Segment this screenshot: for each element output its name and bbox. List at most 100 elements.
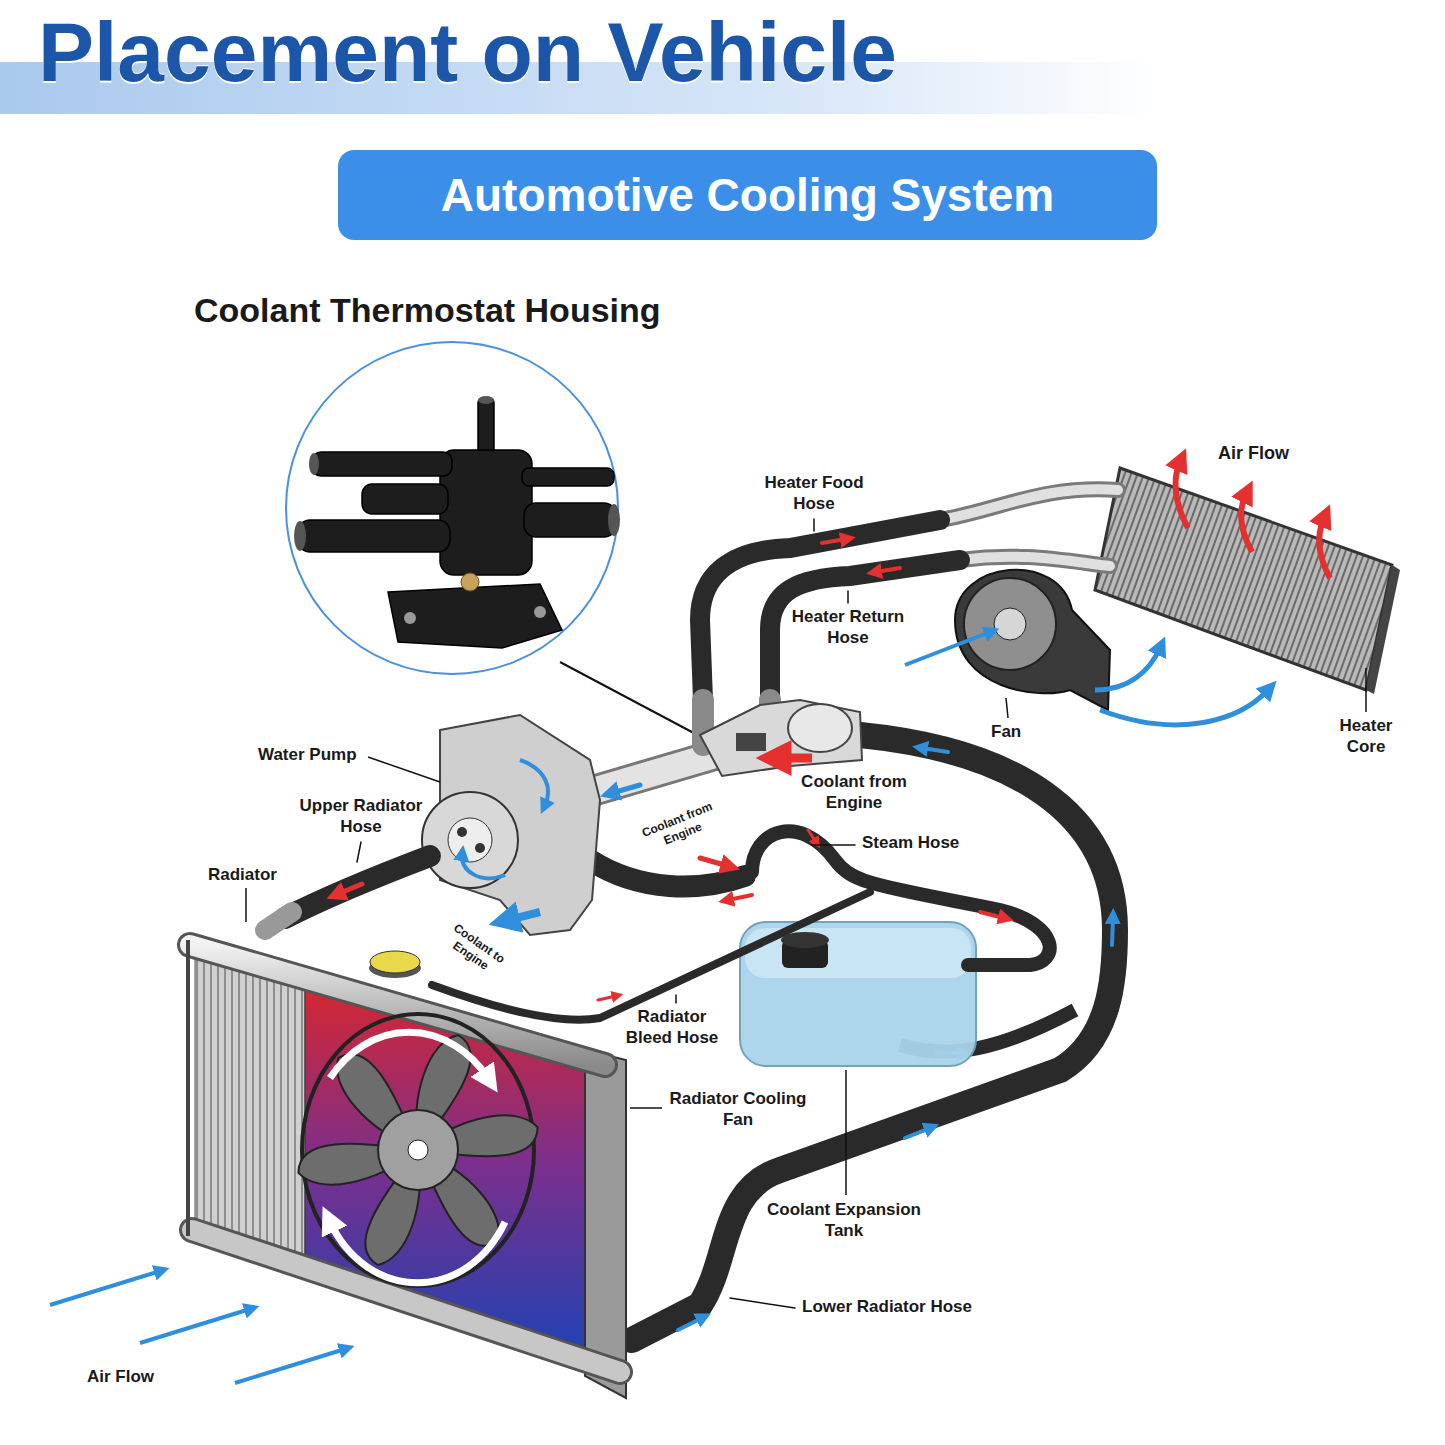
inset-circle — [294, 521, 306, 551]
heater-hoses — [940, 489, 1118, 520]
part-label: Heater Food Hose — [764, 473, 864, 514]
radiator — [190, 945, 605, 1065]
part-label: Heater Core — [1324, 716, 1408, 757]
inset-circle — [608, 504, 620, 536]
metal-pipe — [612, 785, 640, 793]
radiator-hoses — [922, 748, 948, 752]
air-flow-arrows — [140, 1309, 250, 1343]
radiator — [192, 1230, 620, 1372]
inset-circle — [286, 342, 722, 748]
water-pump — [520, 760, 548, 805]
radiator — [585, 1050, 626, 1398]
small-hoses — [752, 831, 1050, 965]
small-hoses — [700, 858, 728, 866]
expansion-tank — [845, 1070, 847, 1195]
part-label: Upper Radiator Hose — [283, 796, 439, 837]
radiator — [370, 951, 420, 973]
part-label: Water Pump — [258, 745, 357, 766]
air-flow-label: Air Flow — [1218, 443, 1289, 465]
heater-hoses — [876, 568, 900, 572]
expansion-tank — [740, 922, 976, 1066]
blower-fan — [1006, 698, 1008, 718]
inset-circle — [298, 520, 450, 552]
part-label: Radiator — [208, 865, 277, 886]
air-flow-arrows — [1241, 494, 1252, 552]
part-label: Heater Return Hose — [790, 607, 906, 648]
inset-circle — [534, 606, 546, 618]
flow-label: Coolant to Engine — [438, 918, 512, 982]
inset-circle — [286, 342, 618, 674]
water-pump — [422, 792, 518, 888]
water-pump — [475, 843, 485, 853]
radiator-cooling-fan — [330, 1032, 488, 1078]
radiator — [245, 888, 247, 922]
air-flow-arrows — [235, 1349, 345, 1383]
radiator-cooling-fan — [292, 1035, 544, 1265]
water-pump — [440, 715, 600, 935]
radiator-cooling-fan — [330, 1222, 505, 1283]
small-hoses — [812, 844, 855, 846]
banner-text: Automotive Cooling System — [441, 169, 1054, 222]
banner-box: Automotive Cooling System — [338, 150, 1157, 240]
blower-fan — [1095, 648, 1160, 690]
small-hoses — [728, 895, 752, 900]
heater-hoses — [700, 520, 940, 700]
thermostat-housing — [736, 733, 766, 751]
air-flow-arrows — [1176, 462, 1188, 528]
thermostat-housing — [700, 700, 862, 776]
radiator — [188, 888, 662, 1398]
radiator-hoses — [1112, 918, 1113, 945]
water-pump — [508, 912, 540, 920]
air-flow-arrows — [1176, 462, 1330, 578]
heater-hoses — [940, 489, 1118, 520]
air-flow-arrows — [1319, 518, 1330, 578]
blower-fan — [905, 570, 1268, 725]
part-label: Fan — [991, 722, 1021, 743]
thermostat-housing — [778, 754, 812, 763]
air-flow-arrows — [50, 1271, 345, 1383]
heater-core — [1095, 468, 1400, 712]
blower-fan — [1100, 690, 1268, 725]
heater-hoses — [847, 591, 849, 603]
heater-hoses — [813, 519, 815, 531]
radiator — [192, 1230, 620, 1372]
inset-circle — [404, 612, 416, 624]
part-label: Steam Hose — [862, 833, 959, 854]
upper-radiator-hose — [285, 842, 430, 918]
radiator-cooling-fan — [408, 1140, 428, 1160]
inset-circle — [388, 584, 562, 648]
upper-radiator-hose — [357, 842, 361, 862]
radiator — [265, 912, 292, 930]
water-pump — [457, 827, 467, 837]
flow-label: Coolant from Engine — [637, 798, 722, 855]
page-title: Placement on Vehicle — [38, 4, 897, 101]
inset-circle — [461, 573, 479, 591]
inset-circle — [524, 503, 616, 537]
radiator-cooling-fan — [292, 1014, 544, 1286]
small-hoses — [675, 995, 677, 1003]
blower-fan — [994, 608, 1026, 640]
radiator-hoses — [678, 1318, 702, 1330]
air-flow-arrows — [50, 1271, 160, 1305]
heater-hoses — [960, 557, 1110, 566]
thermostat-housing — [700, 700, 862, 776]
part-label: Coolant Expansion Tank — [759, 1200, 929, 1241]
upper-radiator-hose — [285, 856, 430, 918]
inset-circle — [440, 450, 532, 575]
water-pump — [368, 715, 600, 935]
heater-core — [1366, 565, 1400, 694]
small-hoses — [598, 996, 616, 1000]
radiator-hoses — [905, 1128, 930, 1138]
inset-circle — [478, 396, 494, 404]
water-pump — [462, 855, 505, 878]
heater-hoses — [822, 539, 846, 543]
heater-hoses — [960, 557, 1110, 566]
air-flow-label: Air Flow — [87, 1367, 154, 1388]
radiator — [195, 950, 305, 1258]
inset-circle — [522, 468, 614, 486]
part-label: Lower Radiator Hose — [802, 1297, 972, 1318]
section-heading: Coolant Thermostat Housing — [194, 290, 661, 331]
part-label: Radiator Cooling Fan — [667, 1089, 809, 1130]
heater-core — [1365, 668, 1367, 712]
